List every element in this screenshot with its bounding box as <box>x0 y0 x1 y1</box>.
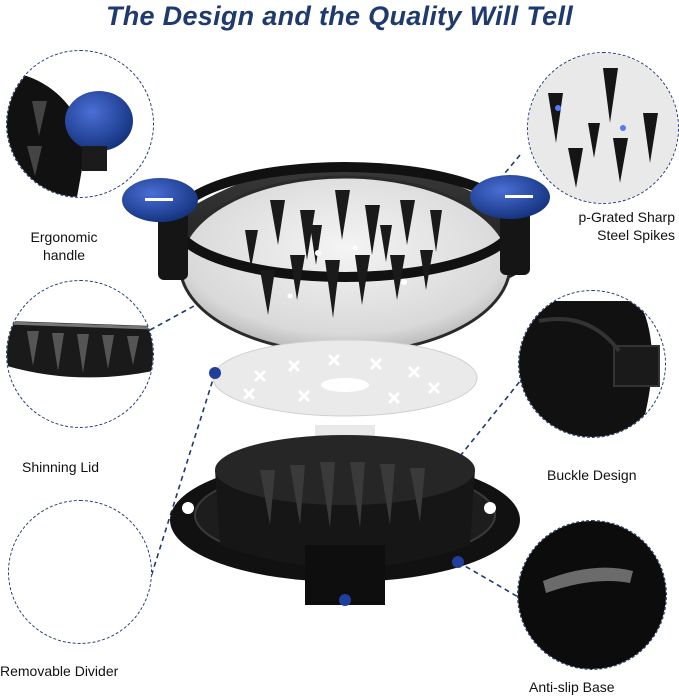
detail-buckle <box>518 290 666 438</box>
left-handle <box>122 178 198 280</box>
divider-disc <box>209 339 478 417</box>
label-ergonomic-handle: Ergonomic handle <box>30 229 98 263</box>
detail-handle <box>6 50 154 198</box>
detail-divider <box>8 500 152 644</box>
lid-spikes <box>245 190 442 318</box>
detail-anti-slip <box>517 520 667 670</box>
detail-lid <box>6 280 154 428</box>
label-buckle-design: Buckle Design <box>547 467 637 483</box>
label-shinning-lid: Shinning Lid <box>22 459 100 475</box>
page-title: The Design and the Quality Will Tell <box>105 1 574 31</box>
label-anti-slip-base: Anti-slip Base <box>529 679 615 695</box>
label-spikes: p-Grated Sharp Steel Spikes <box>578 209 676 243</box>
spike-icon <box>548 68 658 188</box>
label-removable-divider: Removable Divider <box>0 663 119 679</box>
handle-knob-icon <box>65 91 133 151</box>
detail-spikes <box>527 52 679 204</box>
base <box>170 425 520 606</box>
